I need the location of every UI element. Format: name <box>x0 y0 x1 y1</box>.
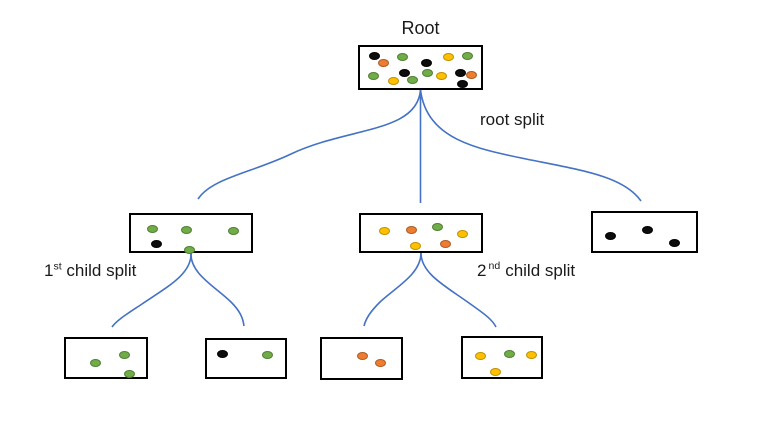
black-dot <box>641 226 653 234</box>
node-box-child-left <box>129 213 253 254</box>
orange-dot <box>374 359 386 367</box>
yellow-dot <box>456 230 468 238</box>
yellow-dot <box>387 77 399 85</box>
orange-dot <box>439 240 451 248</box>
second-split-number: 2 <box>477 261 487 280</box>
root-split-label: root split <box>480 110 544 130</box>
black-dot <box>454 69 466 77</box>
node-box-leaf-3 <box>320 337 403 380</box>
black-dot <box>150 240 162 248</box>
node-box-root <box>358 45 483 90</box>
yellow-dot <box>474 352 486 360</box>
orange-dot <box>405 226 417 234</box>
first-split-number: 1 <box>44 261 54 280</box>
root-node-label: Root <box>358 18 483 40</box>
first-split-text: child split <box>61 261 137 280</box>
green-dot <box>367 72 379 80</box>
node-box-child-right <box>591 211 698 253</box>
green-dot <box>180 226 192 234</box>
green-dot <box>261 351 273 359</box>
node-box-child-center <box>359 213 483 253</box>
black-dot <box>456 80 468 88</box>
root-split-label-text: root split <box>480 110 545 129</box>
yellow-dot <box>442 53 454 61</box>
root-node-label-text: Root <box>401 18 440 38</box>
green-dot <box>146 225 158 233</box>
yellow-dot <box>378 227 390 235</box>
green-dot <box>123 370 135 378</box>
node-box-leaf-4 <box>461 336 543 379</box>
node-box-leaf-2 <box>205 338 287 379</box>
black-dot <box>668 239 680 247</box>
green-dot <box>461 52 473 60</box>
green-dot <box>227 227 239 235</box>
green-dot <box>118 351 130 359</box>
yellow-dot <box>489 368 501 376</box>
orange-dot <box>377 59 389 67</box>
second-split-ordinal-suffix: nd <box>488 260 501 273</box>
green-dot <box>503 350 515 358</box>
orange-dot <box>356 352 368 360</box>
first-split-ordinal-suffix: st <box>53 260 62 273</box>
yellow-dot <box>435 72 447 80</box>
node-box-leaf-1 <box>64 337 148 379</box>
black-dot <box>420 59 432 67</box>
green-dot <box>406 76 418 84</box>
orange-dot <box>465 71 477 79</box>
green-dot <box>89 359 101 367</box>
black-dot <box>604 232 616 240</box>
second-split-text: child split <box>505 261 576 280</box>
green-dot <box>183 246 195 254</box>
green-dot <box>431 223 443 231</box>
first-child-split-label: 1st child split <box>44 261 136 281</box>
green-dot <box>421 69 433 77</box>
black-dot <box>368 52 380 60</box>
yellow-dot <box>409 242 421 250</box>
black-dot <box>216 350 228 358</box>
black-dot <box>398 69 410 77</box>
green-dot <box>396 53 408 61</box>
yellow-dot <box>525 351 537 359</box>
